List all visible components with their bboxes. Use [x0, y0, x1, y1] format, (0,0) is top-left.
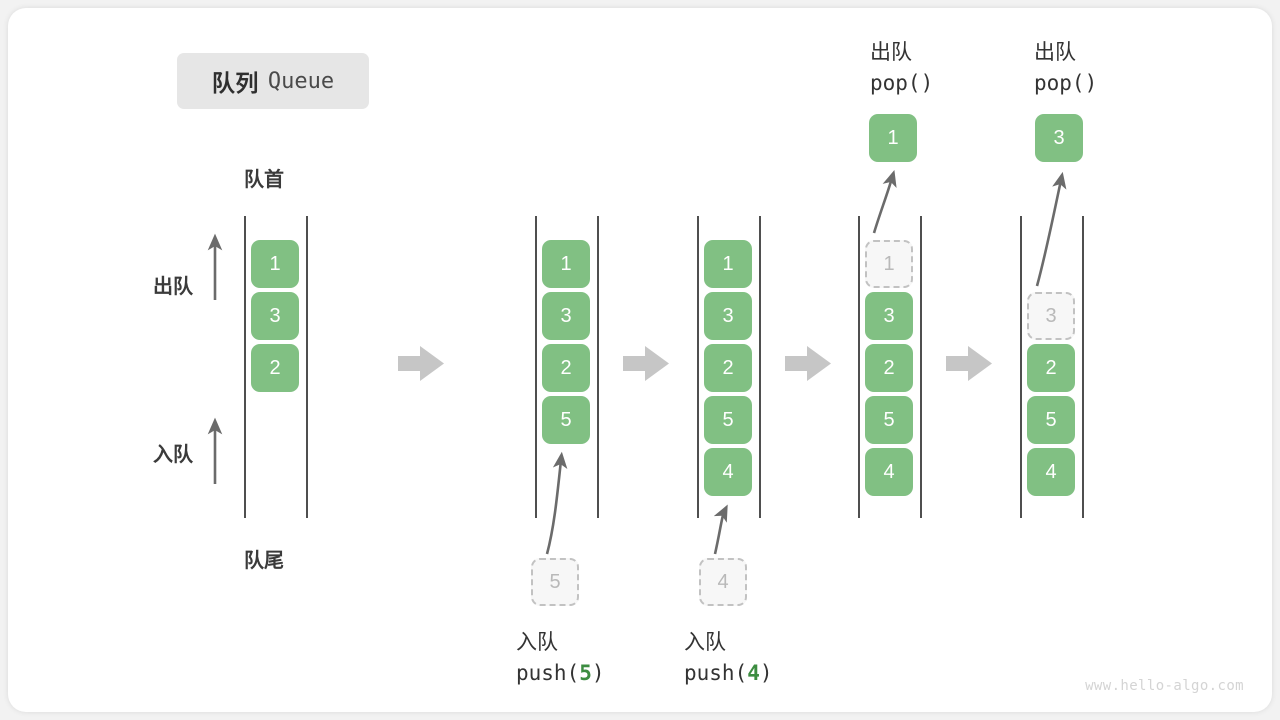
- caption-pop-3: 出队 pop(): [1034, 38, 1097, 98]
- queue-cell: 3: [865, 292, 913, 340]
- queue-cell: 1: [704, 240, 752, 288]
- queue-cell-new: 4: [704, 448, 752, 496]
- caption-line-code: push(4): [684, 661, 773, 685]
- title-badge: 队列 Queue: [177, 53, 369, 109]
- watermark: www.hello-algo.com: [1085, 678, 1244, 694]
- ghost-cell-pop-1: 1: [865, 240, 913, 288]
- push-4-arrow-icon: [713, 504, 728, 555]
- rail-right-c2: [597, 216, 599, 518]
- caption-push-4: 入队 push(4): [684, 628, 773, 688]
- ghost-cell-push-4: 4: [699, 558, 747, 606]
- pop-3-arrow-icon: [1035, 171, 1067, 287]
- rail-left-c2: [535, 216, 537, 518]
- caption-pop-1: 出队 pop(): [870, 38, 933, 98]
- caption-line-code: pop(): [1034, 71, 1098, 95]
- label-queue-head: 队首: [244, 169, 284, 191]
- queue-cell: 1: [251, 240, 299, 288]
- queue-cell: 3: [704, 292, 752, 340]
- caption-line-cn: 入队: [684, 631, 726, 654]
- rail-right-c3: [759, 216, 761, 518]
- queue-cell: 2: [704, 344, 752, 392]
- pop-1-arrow-icon: [872, 170, 897, 234]
- label-enqueue-c1: 入队: [153, 444, 193, 466]
- queue-cell: 2: [251, 344, 299, 392]
- diagram-card: 队列 Queue 队首 队尾 出队 入队 1 3 2 1 3 2 5 5 入队 …: [8, 8, 1272, 712]
- caption-line-code: pop(): [870, 71, 934, 95]
- stage-transition-arrow-icon: [623, 346, 669, 381]
- rail-left-c3: [697, 216, 699, 518]
- label-queue-tail: 队尾: [244, 550, 284, 572]
- caption-line-cn: 出队: [870, 41, 912, 64]
- rail-right-c1: [306, 216, 308, 518]
- rail-left-c4: [858, 216, 860, 518]
- stage-transition-arrow-icon: [785, 346, 831, 381]
- title-cn: 队列: [211, 70, 259, 96]
- queue-cell: 5: [1027, 396, 1075, 444]
- stage-transition-arrow-icon: [398, 346, 444, 381]
- queue-cell-new: 5: [542, 396, 590, 444]
- label-dequeue-c1: 出队: [153, 276, 193, 298]
- caption-push-5: 入队 push(5): [516, 628, 605, 688]
- rail-left-c5: [1020, 216, 1022, 518]
- queue-cell: 1: [542, 240, 590, 288]
- queue-cell: 5: [865, 396, 913, 444]
- caption-line-cn: 入队: [516, 631, 558, 654]
- queue-cell: 3: [251, 292, 299, 340]
- queue-cell: 4: [1027, 448, 1075, 496]
- rail-right-c4: [920, 216, 922, 518]
- caption-line-code: push(5): [516, 661, 605, 685]
- popped-cell-3: 3: [1035, 114, 1083, 162]
- popped-cell-1: 1: [869, 114, 917, 162]
- rail-right-c5: [1082, 216, 1084, 518]
- queue-cell: 2: [542, 344, 590, 392]
- queue-cell: 4: [865, 448, 913, 496]
- queue-cell: 5: [704, 396, 752, 444]
- rail-left-c1: [244, 216, 246, 518]
- queue-cell: 2: [1027, 344, 1075, 392]
- queue-cell: 3: [542, 292, 590, 340]
- caption-line-cn: 出队: [1034, 41, 1076, 64]
- push-5-arrow-icon: [545, 451, 568, 555]
- ghost-cell-pop-3: 3: [1027, 292, 1075, 340]
- title-en: Queue: [267, 68, 335, 94]
- stage-transition-arrow-icon: [946, 346, 992, 381]
- queue-cell: 2: [865, 344, 913, 392]
- ghost-cell-push-5: 5: [531, 558, 579, 606]
